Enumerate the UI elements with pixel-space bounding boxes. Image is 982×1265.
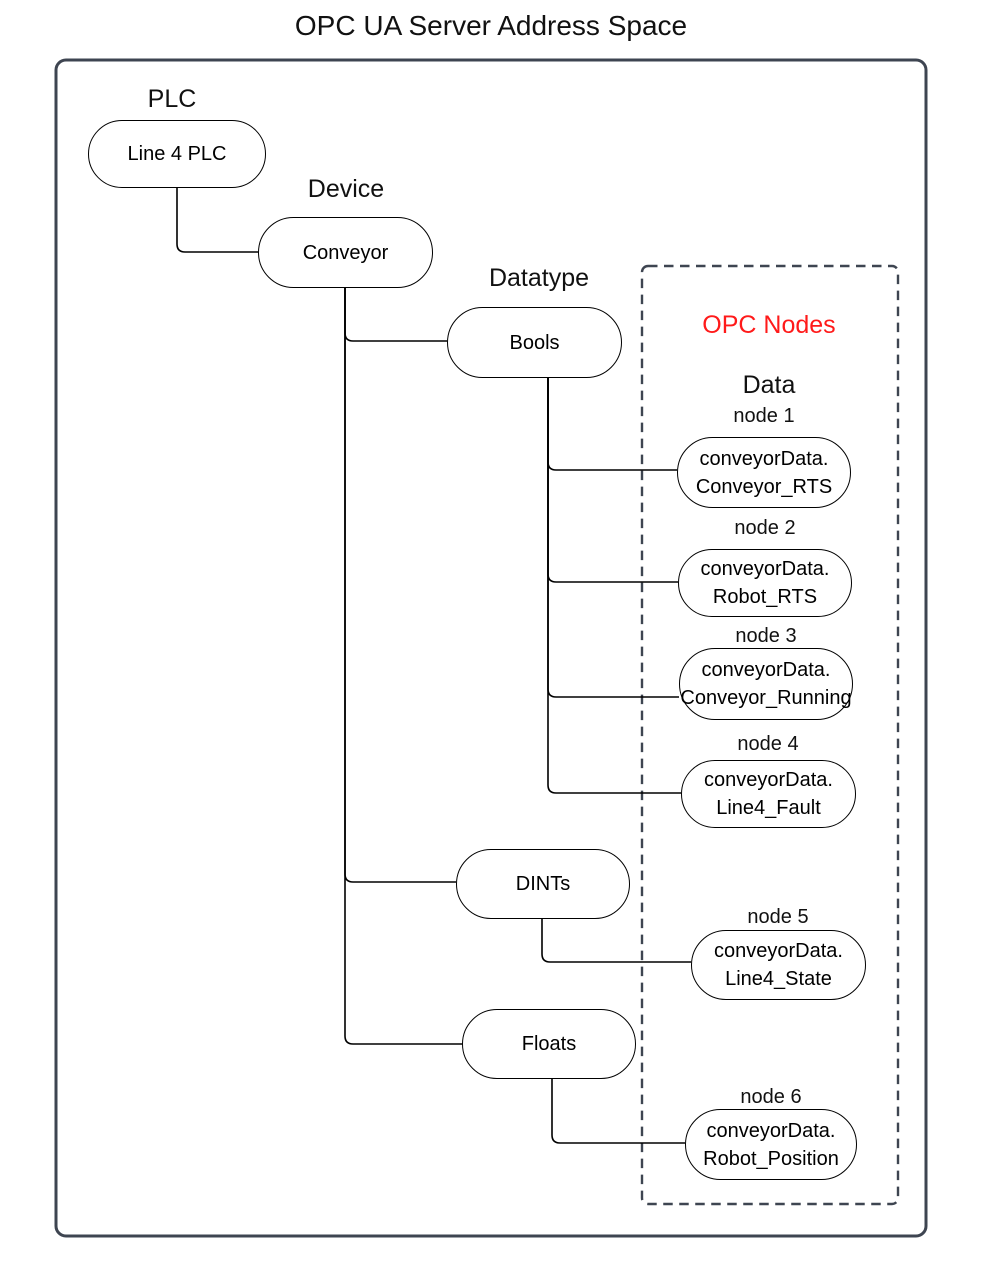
opc-node-3-label: node 3 bbox=[735, 625, 797, 647]
opc-node-5-label: node 5 bbox=[747, 906, 809, 928]
datatype-node-dints-label: DINTs bbox=[515, 873, 571, 895]
connector-conveyor-bools bbox=[344, 288, 447, 342]
opc-node-1: conveyorData. Conveyor_RTS bbox=[677, 437, 851, 508]
connector-conveyor-floats bbox=[344, 288, 462, 1045]
plc-node: Line 4 PLC bbox=[88, 120, 266, 188]
connector-conveyor-dints bbox=[344, 288, 456, 883]
connector-bools-node2 bbox=[547, 378, 678, 583]
opc-node-2-line2: Robot_RTS bbox=[712, 586, 818, 608]
connector-floats-node6 bbox=[551, 1079, 685, 1144]
opc-node-4-line1: conveyorData. bbox=[704, 769, 833, 791]
datatype-node-floats-label: Floats bbox=[521, 1033, 577, 1055]
opc-node-1-label: node 1 bbox=[733, 405, 795, 427]
datatype-node-floats: Floats bbox=[462, 1009, 636, 1079]
outer-frame bbox=[54, 58, 928, 1238]
datatype-node-bools-label: Bools bbox=[509, 331, 560, 354]
opc-node-4-line2: Line4_Fault bbox=[716, 797, 821, 819]
diagram-title: OPC UA Server Address Space bbox=[294, 10, 688, 41]
device-section-label: Device bbox=[307, 175, 385, 203]
opc-node-5: conveyorData. Line4_State bbox=[691, 930, 866, 1000]
opc-node-1-line1: conveyorData. bbox=[699, 447, 829, 470]
datatype-node-dints: DINTs bbox=[456, 849, 630, 919]
opc-node-3-line2: Conveyor_Running bbox=[680, 687, 852, 709]
opc-node-6: conveyorData. Robot_Position bbox=[685, 1109, 857, 1180]
device-node: Conveyor bbox=[258, 217, 433, 288]
opc-node-4-label: node 4 bbox=[737, 733, 799, 755]
opc-node-1-line2: Conveyor_RTS bbox=[695, 475, 833, 498]
opc-node-2: conveyorData. Robot_RTS bbox=[678, 549, 852, 617]
datatype-node-bools: Bools bbox=[447, 307, 622, 378]
connector-bools-node3 bbox=[547, 378, 679, 698]
connector-bools-node1 bbox=[547, 378, 677, 471]
datatype-section-label: Datatype bbox=[488, 264, 590, 292]
connector-bools-node4 bbox=[547, 378, 681, 794]
device-node-label: Conveyor bbox=[302, 241, 389, 264]
opc-node-6-line2: Robot_Position bbox=[703, 1147, 839, 1170]
plc-node-label: Line 4 PLC bbox=[127, 143, 227, 165]
opc-node-3: conveyorData. Conveyor_Running bbox=[679, 648, 853, 720]
data-heading: Data bbox=[742, 371, 796, 399]
opc-nodes-dashed-box bbox=[640, 264, 900, 1206]
opc-node-2-line1: conveyorData. bbox=[700, 558, 830, 580]
opc-node-5-line2: Line4_State bbox=[725, 968, 832, 990]
connector-dints-node5 bbox=[541, 919, 691, 963]
opc-node-4: conveyorData. Line4_Fault bbox=[681, 760, 856, 828]
connector-plc-conveyor bbox=[176, 188, 258, 253]
opc-node-2-label: node 2 bbox=[734, 517, 796, 539]
opc-node-5-line1: conveyorData. bbox=[714, 940, 843, 962]
opc-node-6-line1: conveyorData. bbox=[706, 1119, 836, 1142]
plc-section-label: PLC bbox=[147, 85, 197, 113]
opc-node-3-line1: conveyorData. bbox=[701, 659, 831, 681]
opc-nodes-heading: OPC Nodes bbox=[702, 311, 836, 339]
opc-node-6-label: node 6 bbox=[740, 1086, 802, 1108]
